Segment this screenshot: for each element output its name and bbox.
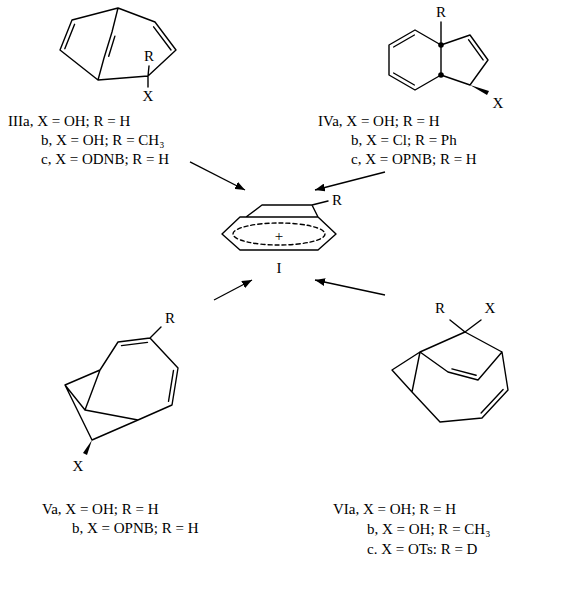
compound-caption: b, X = Cl; R = Ph [351, 131, 457, 150]
compound-caption: b, X = OPNB; R = H [72, 519, 199, 538]
double-bond [452, 369, 503, 413]
atom-label: R [436, 3, 446, 22]
compound-caption: b, X = OH; R = CH₃ [367, 520, 490, 539]
bond-skeleton [392, 320, 508, 422]
compound-caption: c, X = ODNB; R = H [41, 150, 169, 169]
double-bond [65, 24, 171, 56]
atom-label: R [144, 47, 154, 66]
compound-caption: Va, X = OH; R = H [42, 500, 159, 519]
compound-caption: c, X = OPNB; R = H [351, 150, 477, 169]
structure-node: R X IIIa, X = OH; R = Hb, X = OH; R = CH₃c… [5, 2, 190, 172]
bond-skeleton [60, 8, 176, 87]
wedge-bond [470, 85, 489, 95]
reaction-arrow [190, 162, 245, 190]
atom-label: R [435, 299, 445, 318]
structure-node: R X IVa, X = OH; R = Hb, X = Cl; R = Phc, … [315, 2, 515, 172]
structure-node: R X VIa, X = OH; R = Hb, X = OH; R = CH₃c.… [325, 295, 525, 561]
bond-skeleton [222, 201, 336, 250]
reaction-arrow [214, 280, 252, 300]
bond-skeleton [389, 22, 488, 90]
atom-label: X [493, 94, 504, 113]
atom-label: X [143, 87, 154, 106]
double-bond [122, 342, 174, 401]
charge-sign: + [275, 227, 283, 246]
reaction-arrow [315, 280, 385, 295]
wedge-bond [83, 440, 92, 455]
bond-skeleton [65, 327, 178, 440]
compound-caption: b, X = OH; R = CH₃ [41, 131, 164, 150]
ring-fusion-dot [438, 42, 444, 48]
atom-label: X [73, 457, 84, 476]
compound-caption: IIIa, X = OH; R = H [8, 112, 130, 131]
compound-number: I [277, 259, 282, 278]
atom-label: R [165, 309, 175, 328]
atom-label: X [485, 299, 496, 318]
structure-node: R X Va, X = OH; R = Hb, X = OPNB; R = H [30, 300, 230, 545]
reaction-arrow [315, 172, 385, 190]
atom-label: R [332, 191, 342, 210]
compound-caption: VIa, X = OH; R = H [333, 500, 456, 519]
ring-fusion-dot [438, 72, 444, 78]
structure-node: R + I [210, 190, 350, 280]
compound-caption: IVa, X = OH; R = H [318, 112, 440, 131]
compound-caption: c. X = OTs: R = D [367, 540, 477, 559]
double-bond [394, 35, 484, 85]
delocalized-ring [233, 223, 325, 245]
